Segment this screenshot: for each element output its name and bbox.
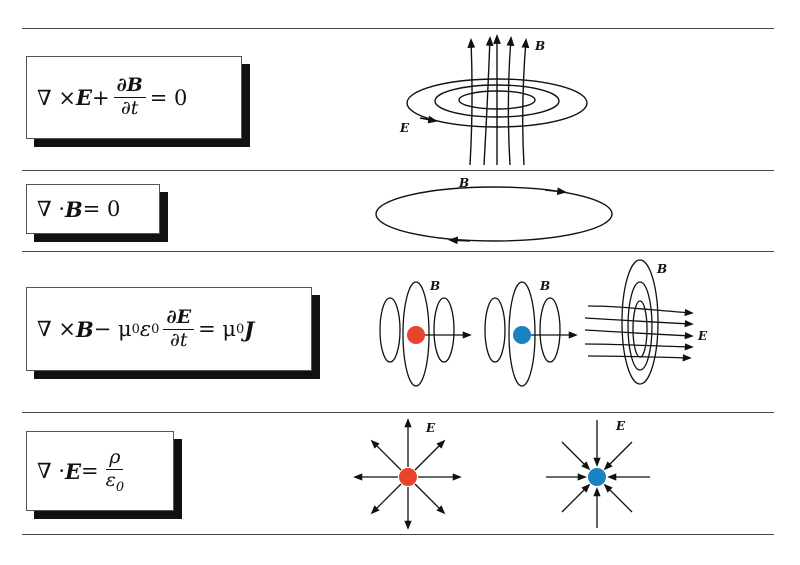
eq4-denominator: ε0 xyxy=(103,468,127,496)
e-field-line xyxy=(584,317,694,328)
eq3-current-j: J xyxy=(244,316,255,342)
eq2-field-b: B xyxy=(65,196,83,222)
negative-charge-field-diagram xyxy=(546,420,650,528)
eq3-rhs-subscript: 0 xyxy=(236,321,245,337)
eq3-epsilon-subscript: 0 xyxy=(151,321,160,337)
negative-point-charge xyxy=(588,468,606,486)
faraday-b-line xyxy=(506,36,515,166)
b-loop-arrow-bottom xyxy=(448,236,471,245)
e-field-line-inward xyxy=(603,441,633,471)
eq3-mu-subscript: 0 xyxy=(131,321,140,337)
positive-point-charge xyxy=(399,468,417,486)
gauss-e-label-1: E xyxy=(425,421,436,435)
e-field-line xyxy=(584,329,694,340)
eq1-fraction: ∂B ∂t xyxy=(113,74,146,120)
eq1-rhs: = 0 xyxy=(149,85,188,110)
faraday-label-e: E xyxy=(399,121,410,135)
positive-charge xyxy=(407,326,425,344)
e-field-line xyxy=(587,354,692,362)
eq3-fraction: ∂E ∂t xyxy=(163,306,195,352)
e-field-line-outward xyxy=(370,483,402,515)
faraday-b-line xyxy=(483,36,494,166)
ampere-label-b-2: B xyxy=(539,279,550,293)
eq4-numerator: ρ xyxy=(106,446,124,470)
eq3-numerator: ∂E xyxy=(163,306,195,330)
eq4-fraction: ρ ε0 xyxy=(103,446,127,496)
e-field-line xyxy=(584,343,694,351)
e-field-line-outward xyxy=(370,439,402,471)
faraday-b-line xyxy=(521,38,530,166)
ampere-label-b-1: B xyxy=(429,279,440,293)
negative-charge xyxy=(513,326,531,344)
divider-bottom xyxy=(22,534,774,535)
faraday-diagram xyxy=(406,34,588,166)
ampere-label-e: E xyxy=(697,329,708,343)
gauss-b-diagram xyxy=(375,186,613,245)
positive-charge-field-diagram xyxy=(353,418,462,530)
b-loop xyxy=(484,297,506,363)
b-loop xyxy=(433,297,455,363)
eq1-field-e: E xyxy=(75,85,92,110)
moving-positive-charge-diagram xyxy=(379,281,472,387)
eq1-numerator: ∂B xyxy=(113,74,146,98)
changing-e-field-diagram xyxy=(584,259,694,385)
eq2-div-operator: ∇ · xyxy=(37,197,66,221)
b-loop xyxy=(539,297,561,363)
gauss-e-label-2: E xyxy=(615,419,626,433)
ampere-label-b-3: B xyxy=(656,262,667,276)
eq4-epsilon-subscript: 0 xyxy=(115,479,125,495)
b-loop xyxy=(627,281,653,371)
e-field-line-inward xyxy=(561,441,591,471)
eq1-curl-operator: ∇ × xyxy=(37,85,76,110)
eq1-denominator: ∂t xyxy=(120,97,139,119)
b-loop xyxy=(402,281,430,387)
eq4-epsilon: ε xyxy=(105,468,116,491)
divider-2 xyxy=(22,251,774,252)
e-field-line-inward xyxy=(603,483,633,513)
b-loop xyxy=(379,297,401,363)
faraday-b-line xyxy=(467,38,476,166)
eq1-plus: + xyxy=(91,85,110,110)
gauss-electric-equation: ∇ · E = ρ ε0 xyxy=(26,431,174,511)
divider-top xyxy=(22,28,774,29)
eq4-div-operator: ∇ · xyxy=(37,459,66,483)
closed-b-loop xyxy=(375,186,613,242)
eq3-curl-operator: ∇ × xyxy=(37,317,76,341)
divider-3 xyxy=(22,412,774,413)
faraday-label-b: B xyxy=(534,39,545,53)
eq3-denominator: ∂t xyxy=(170,328,188,351)
divider-1 xyxy=(22,170,774,171)
faraday-law-equation: ∇ × E + ∂B ∂t = 0 xyxy=(26,56,242,139)
gauss-b-label: B xyxy=(458,176,469,190)
e-field-line-inward xyxy=(561,483,591,513)
eq3-mu: − μ xyxy=(93,317,132,341)
b-loop xyxy=(508,281,536,387)
e-field-line-outward xyxy=(414,439,446,471)
eq4-equals: = xyxy=(81,459,99,483)
moving-negative-charge-diagram xyxy=(484,281,578,387)
eq2-rhs: = 0 xyxy=(82,197,121,221)
b-loop-arrow-top xyxy=(544,187,567,196)
gauss-magnetism-equation: ∇ · B = 0 xyxy=(26,184,160,234)
faraday-e-arrow xyxy=(419,115,438,124)
e-field-line-outward xyxy=(414,483,446,515)
eq4-field-e: E xyxy=(65,458,82,484)
e-field-line xyxy=(587,305,694,317)
eq3-rhs-mu: = μ xyxy=(198,317,237,341)
eq3-field-b: B xyxy=(75,316,94,342)
eq3-epsilon: ε xyxy=(139,317,152,341)
